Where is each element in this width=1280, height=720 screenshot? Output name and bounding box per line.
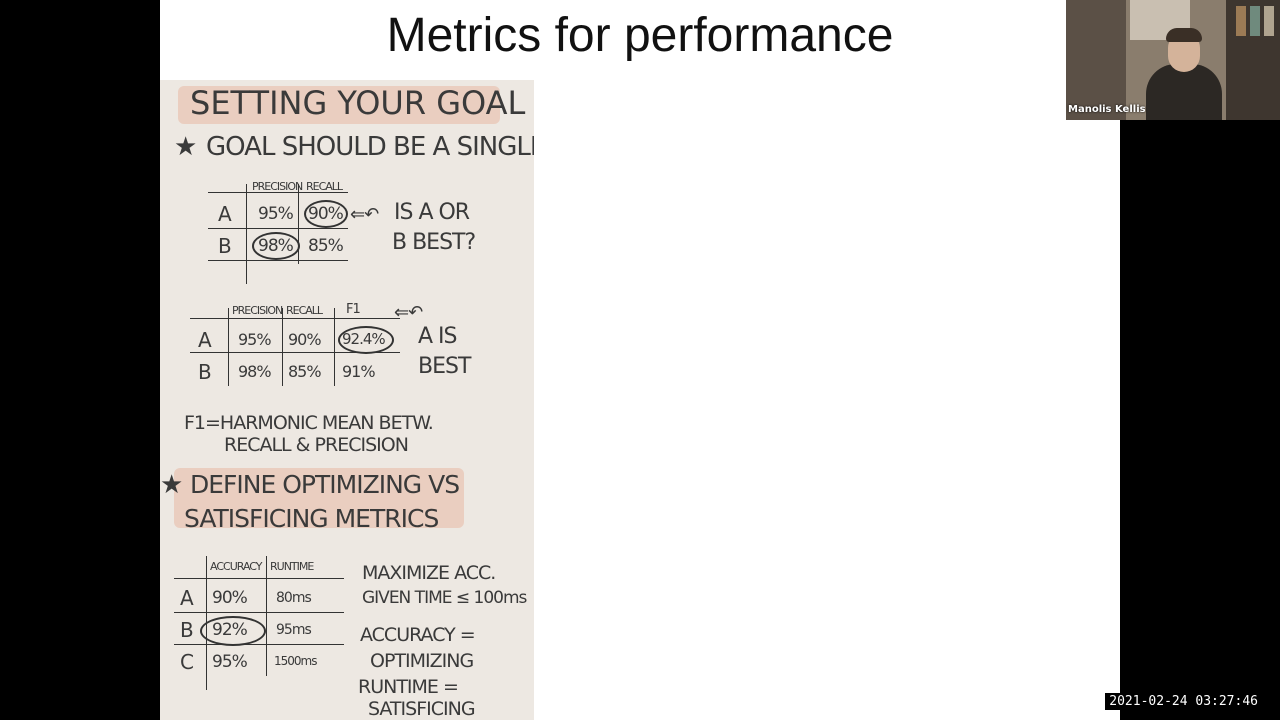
table3-a-runtime: 80ms [276,590,312,606]
table1-b-precision: 98% [258,236,294,256]
participant-name: Manolis Kellis [1068,104,1146,115]
table3-c-runtime: 1500ms [274,654,317,668]
f1-definition-line2: RECALL & PRECISION [224,434,409,456]
handwritten-notes-image: SETTING YOUR GOAL ★ GOAL SHOULD BE A SIN… [160,80,534,720]
highlight-circle [304,200,348,228]
table1-b-recall: 85% [308,236,344,256]
table1-header-precision: PRECISION [252,180,303,193]
side-text-1: MAXIMIZE ACC. [362,562,496,584]
heading-highlight [178,86,500,124]
table3-row-c-label: C [180,650,194,674]
webcam-video-tile: Manolis Kellis [1066,0,1280,120]
table3-b-runtime: 95ms [276,622,312,638]
side-text-4: OPTIMIZING [370,650,474,672]
table2-header-f1: F1 [346,302,361,317]
table1-row-a-label: A [218,202,232,226]
table2-answer-line1: A IS [418,324,457,349]
slide-title: Metrics for performance [386,9,894,62]
person-body [1146,64,1222,120]
table3-c-accuracy: 95% [212,652,248,672]
table2-header-precision: PRECISION [232,304,283,317]
notes-heading: SETTING YOUR GOAL [190,84,526,122]
side-text-5: RUNTIME = [358,676,459,698]
table2-a-f1: 92.4% [342,330,386,348]
table2-row-b-label: B [198,360,212,384]
side-text-3: ACCURACY = [360,624,476,646]
table2-a-recall: 90% [288,330,322,349]
recording-timestamp: 2021-02-24 03:27:46 [1105,693,1262,710]
table1-a-recall: 90% [308,204,344,224]
highlight-circle [338,326,394,354]
star-icon: ★ [160,470,183,500]
table1-question-line1: IS A OR [394,200,470,225]
table3-a-accuracy: 90% [212,588,248,608]
highlight-circle [200,616,266,646]
table2-b-precision: 98% [238,362,272,381]
table2-b-recall: 85% [288,362,322,381]
side-text-2: GIVEN TIME ≤ 100ms [362,588,527,608]
star-icon: ★ [174,132,197,162]
define-highlight [174,468,464,528]
table2-row-a-label: A [198,328,212,352]
define-line2: SATISFICING METRICS [184,504,439,533]
side-text-6: SATISFICING [368,698,476,720]
goal-line: GOAL SHOULD BE A SINGLE # [206,132,534,162]
table1-row-b-label: B [218,234,232,258]
arrow-icon: ⇐↶ [350,204,379,225]
table3-row-a-label: A [180,586,194,610]
table1-header-recall: RECALL [306,180,343,193]
table2-answer-line2: BEST [418,354,471,379]
table2-header-recall: RECALL [286,304,323,317]
table3-header-runtime: RUNTIME [270,560,314,573]
table2-a-precision: 95% [238,330,272,349]
table3-header-accuracy: ACCURACY [210,560,262,573]
presentation-slide: Metrics for performance SETTING YOUR GOA… [160,0,1120,720]
table3-row-b-label: B [180,618,194,642]
highlight-circle [252,232,300,260]
arrow-icon: ⇐↶ [394,302,423,323]
table3-b-accuracy: 92% [212,620,248,640]
table1-a-precision: 95% [258,204,294,224]
table1-question-line2: B BEST? [392,230,476,255]
define-line1: DEFINE OPTIMIZING VS [190,470,460,499]
f1-definition-line1: F1=HARMONIC MEAN BETW. [184,412,434,434]
table2-b-f1: 91% [342,362,376,381]
